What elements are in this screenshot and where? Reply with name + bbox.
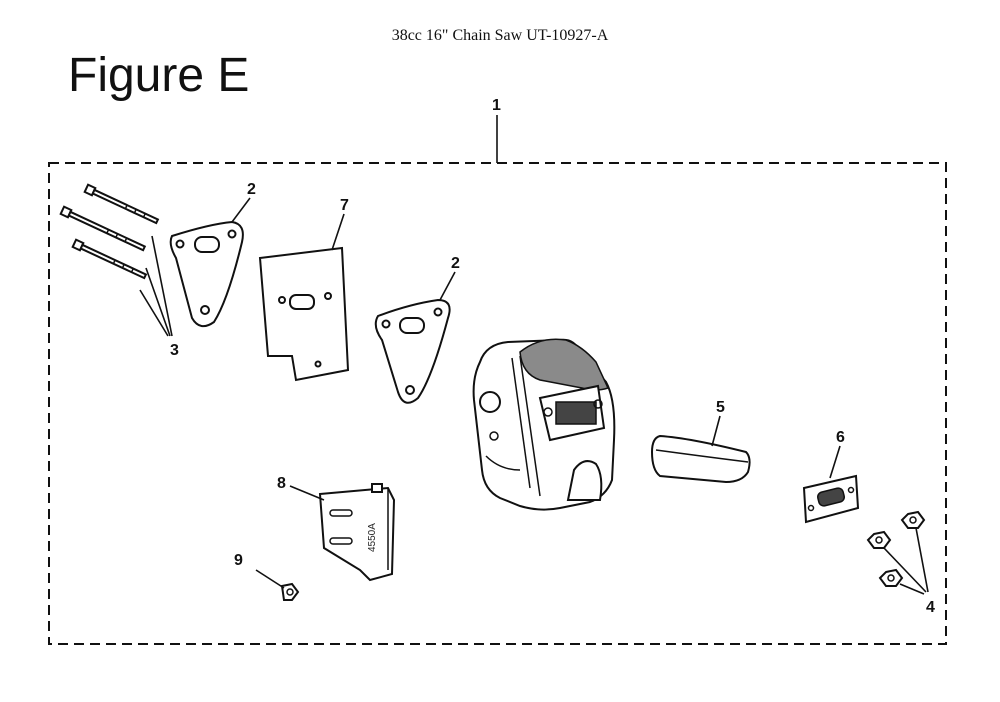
callout-5: 5 <box>716 399 725 416</box>
part-stamp: 4550A <box>367 523 378 552</box>
bracket-part-8: 4550A <box>318 483 396 582</box>
callout-4: 4 <box>926 599 935 616</box>
callout-2-left: 2 <box>247 181 256 198</box>
gasket-part-2-left <box>169 220 244 328</box>
leader-2b <box>439 271 456 301</box>
deflector-part-5 <box>650 434 751 484</box>
callout-1: 1 <box>492 97 501 114</box>
leader-6 <box>829 445 841 479</box>
heat-shield-part-7 <box>258 246 350 382</box>
figure-title: Figure E <box>68 49 250 102</box>
leader-9 <box>255 569 285 589</box>
callout-7: 7 <box>340 197 349 214</box>
leader-4b <box>915 527 929 593</box>
callout-3: 3 <box>170 342 179 359</box>
spark-screen-part-6 <box>802 474 860 524</box>
leader-5 <box>711 415 721 447</box>
muffler-body <box>472 338 616 511</box>
screws-part-3 <box>59 183 160 280</box>
gasket-part-2-right <box>374 298 451 404</box>
nuts-part-4 <box>866 510 926 587</box>
leader-4c <box>899 583 925 595</box>
leader-3c <box>139 289 169 337</box>
leader-7 <box>331 213 345 251</box>
callout-2-right: 2 <box>451 255 460 272</box>
leader-3a <box>151 235 173 337</box>
leader-8 <box>289 485 325 501</box>
leader-2a <box>231 197 251 223</box>
callout-9: 9 <box>234 552 243 569</box>
callout-8: 8 <box>277 475 286 492</box>
document-title: 38cc 16" Chain Saw UT-10927-A <box>391 27 609 44</box>
leader-4a <box>883 547 927 593</box>
screw-part-9 <box>280 582 300 601</box>
leader-3b <box>145 267 171 337</box>
callout-6: 6 <box>836 429 845 446</box>
